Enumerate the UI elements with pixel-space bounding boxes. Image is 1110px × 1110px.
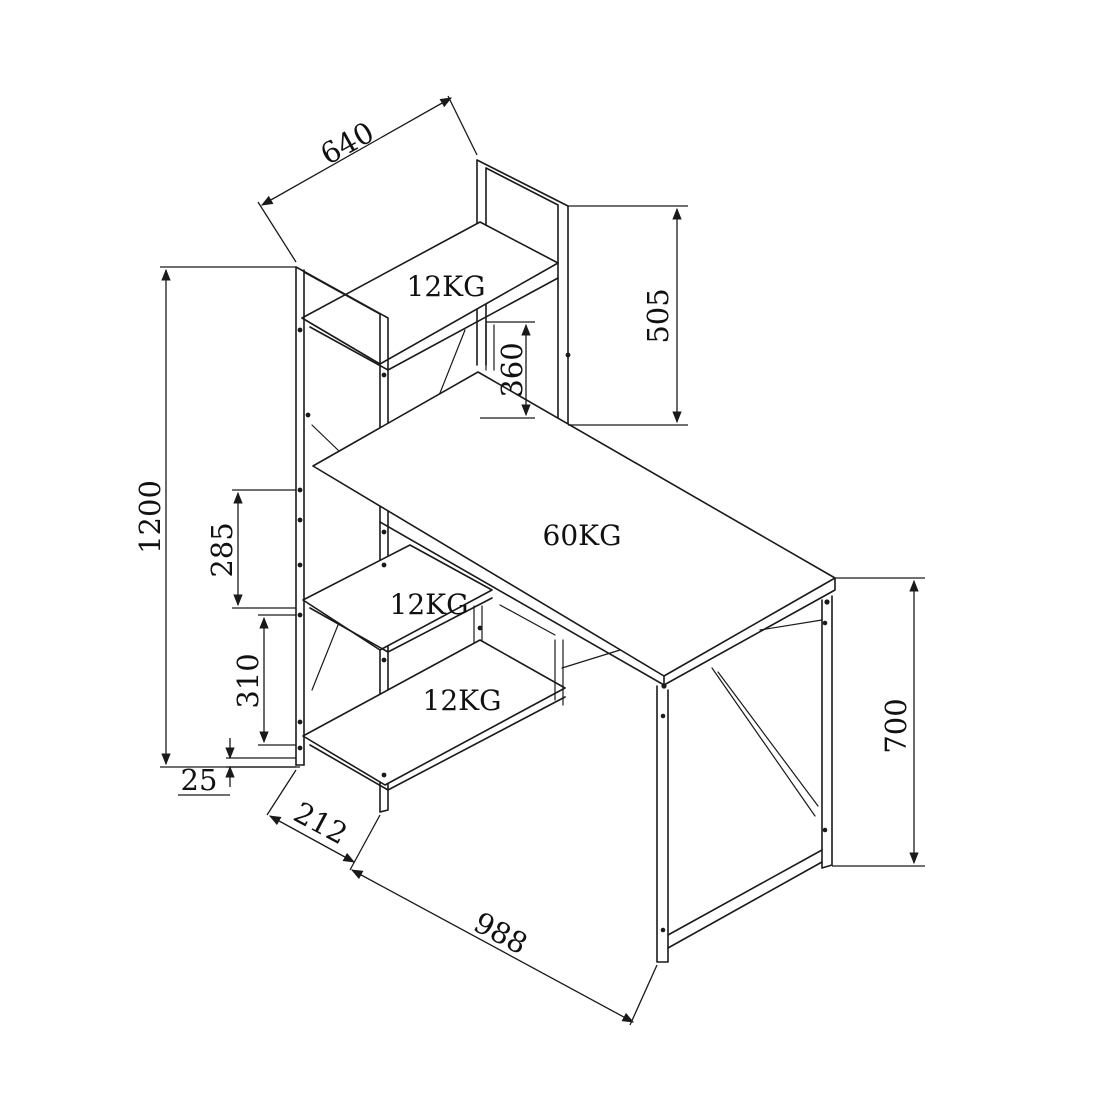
desk-top-load-label: 60KG bbox=[543, 519, 622, 552]
shelf-tower bbox=[295, 159, 571, 813]
dim-988-label: 988 bbox=[468, 905, 533, 961]
dim-505-label: 505 bbox=[641, 288, 675, 343]
mid-shelf-load-label: 12KG bbox=[390, 588, 469, 621]
bottom-shelf-load-label: 12KG bbox=[423, 684, 502, 717]
dim-360-label: 360 bbox=[495, 342, 529, 397]
bottom-shelf bbox=[302, 639, 566, 786]
dim-700-label: 700 bbox=[879, 698, 913, 753]
dim-285-label: 285 bbox=[205, 522, 239, 577]
top-shelf-load-label: 12KG bbox=[407, 270, 486, 303]
dim-640-label: 640 bbox=[315, 115, 380, 172]
dim-310-label: 310 bbox=[231, 653, 265, 708]
desk bbox=[312, 371, 836, 963]
dim-25-label: 25 bbox=[181, 763, 218, 797]
dim-1200-label: 1200 bbox=[133, 480, 167, 554]
top-shelf bbox=[301, 221, 559, 365]
dimension-lines bbox=[160, 95, 925, 1026]
dim-212-label: 212 bbox=[288, 795, 353, 851]
